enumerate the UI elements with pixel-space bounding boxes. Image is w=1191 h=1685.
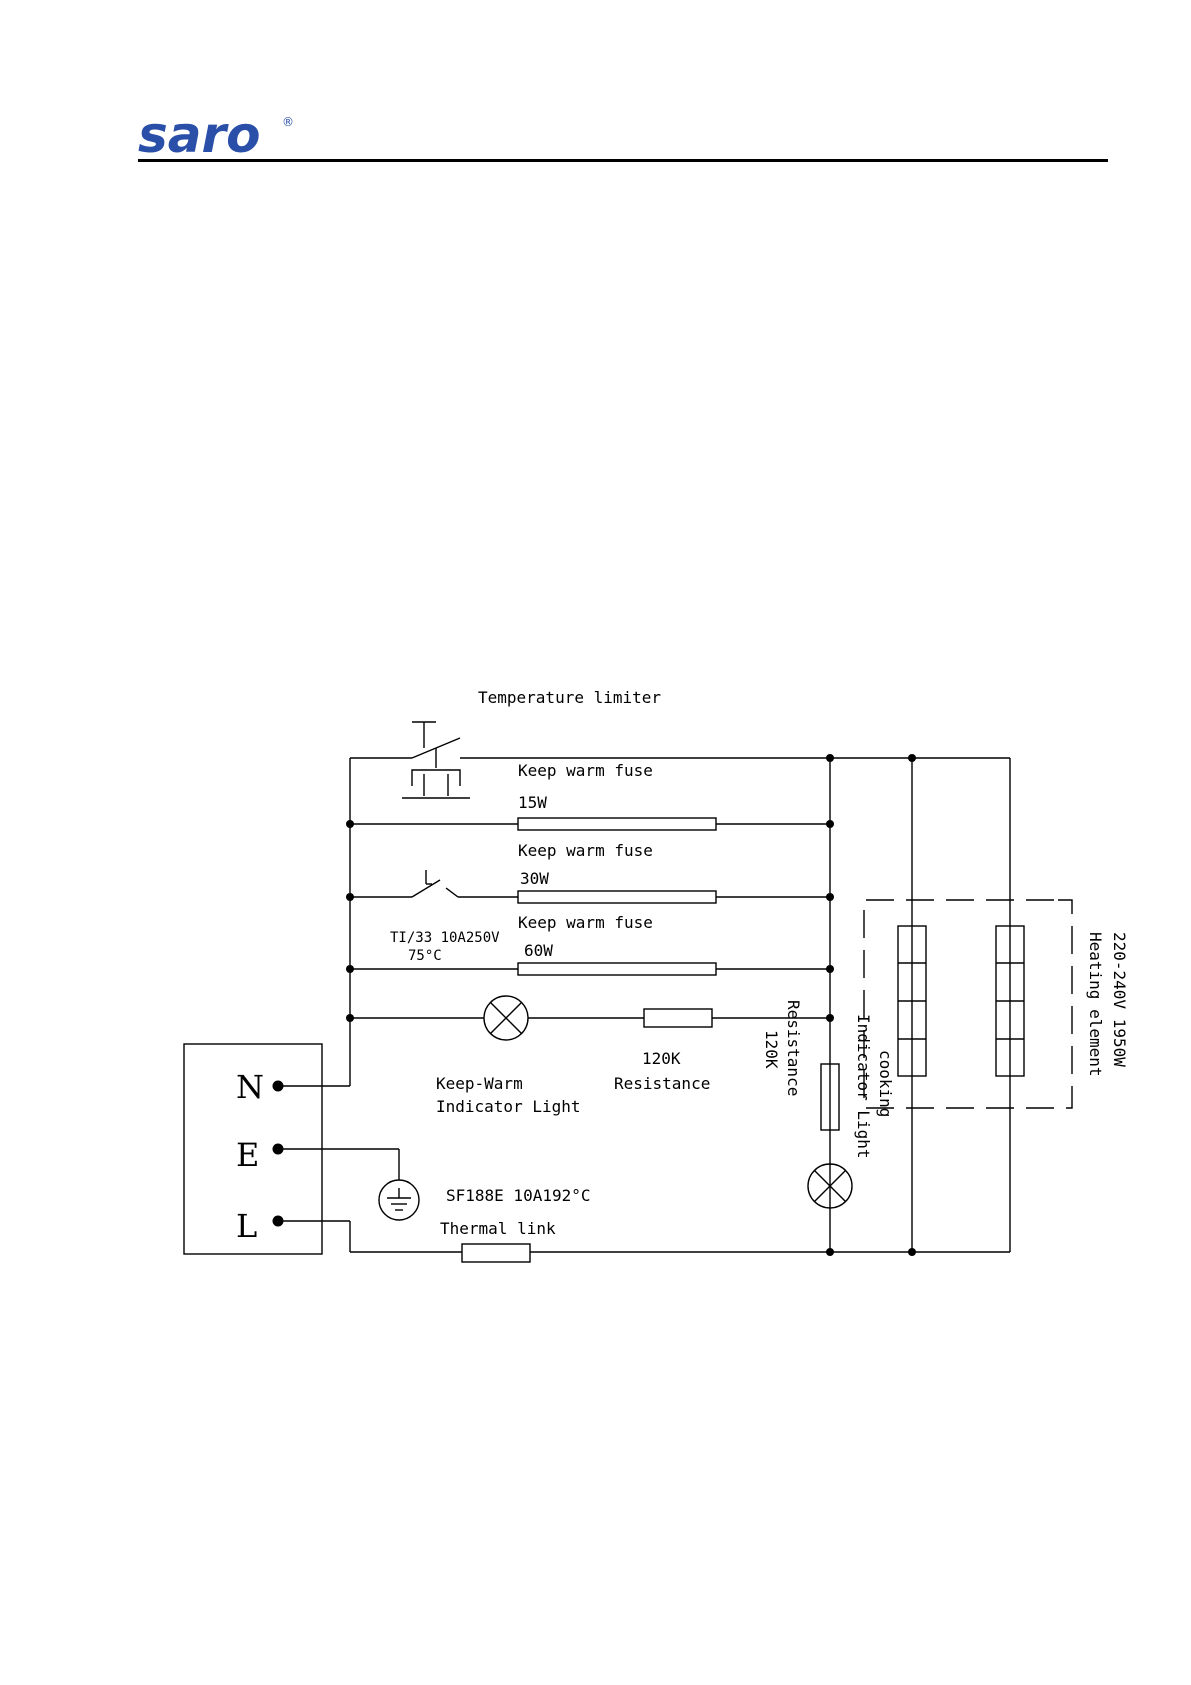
terminal-n-label: N (236, 1068, 264, 1106)
terminal-e-label: E (236, 1136, 259, 1174)
keep-warm-light-line1: Keep-Warm (436, 1074, 523, 1093)
keep-warm-indicator-branch: Keep-Warm Indicator Light 120K Resistanc… (350, 996, 830, 1116)
keep-warm-fuse-30w-branch: Keep warm fuse 30W (350, 841, 830, 903)
fuse-15w-label: Keep warm fuse (518, 761, 653, 780)
heating-elements: 220-240V 1950W Heating element (830, 758, 1129, 1252)
keep-warm-light-line2: Indicator Light (436, 1097, 581, 1116)
fuse-30w-power: 30W (520, 869, 549, 888)
heating-element-line1: 220-240V 1950W (1110, 932, 1129, 1067)
resistance-v-line1: 120K (762, 1030, 781, 1069)
thermal-link-line1: SF188E 10A192°C (446, 1186, 591, 1205)
heating-element-line2: Heating element (1086, 932, 1105, 1077)
resistance-h-line1: 120K (642, 1049, 681, 1068)
resistance-h-line2: Resistance (614, 1074, 710, 1093)
fuse-15w-power: 15W (518, 793, 547, 812)
fuse-60w-power: 60W (524, 941, 553, 960)
terminal-l-label: L (236, 1207, 257, 1245)
switch-rating-line1: TI/33 10A250V (390, 930, 500, 946)
fuse-60w-label: Keep warm fuse (518, 913, 653, 932)
temperature-limiter-label: Temperature limiter (478, 688, 661, 707)
thermal-link-line2: Thermal link (440, 1219, 556, 1238)
switch-rating-line2: 75°C (408, 948, 442, 964)
bus-wires (278, 758, 1010, 1252)
temperature-limiter-branch: Temperature limiter (350, 688, 830, 798)
resistance-v-line2: Resistance (784, 1000, 803, 1096)
thermal-link: SF188E 10A192°C Thermal link (440, 1186, 591, 1262)
cooking-indicator-branch: 120K Resistance cooking Indicator Light (762, 1000, 895, 1208)
fuse-30w-label: Keep warm fuse (518, 841, 653, 860)
keep-warm-fuse-15w-branch: Keep warm fuse 15W (350, 761, 830, 830)
keep-warm-fuse-60w-branch: Keep warm fuse 60W TI/33 10A250V 75°C (350, 913, 830, 975)
earth-ground-icon (379, 1180, 419, 1220)
